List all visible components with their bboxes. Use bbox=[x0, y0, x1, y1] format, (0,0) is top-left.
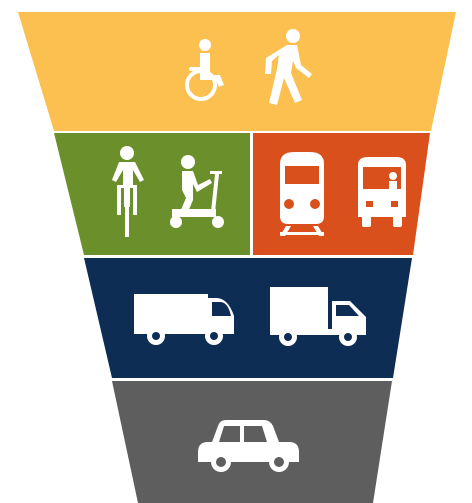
bicycle-rider-icon bbox=[112, 146, 144, 237]
train-icon bbox=[280, 152, 324, 236]
car-icon bbox=[198, 420, 299, 472]
delivery-van-icon bbox=[134, 294, 234, 345]
pedestrian-icon bbox=[265, 29, 312, 105]
wheelchair-user-icon bbox=[185, 39, 224, 101]
tier-1-walking-band bbox=[18, 12, 456, 131]
box-truck-icon bbox=[270, 287, 366, 346]
tier-2-micromobility-band bbox=[54, 133, 250, 255]
tier-3-freight-band bbox=[84, 258, 412, 378]
scooter-rider-icon bbox=[170, 155, 224, 228]
bus-icon bbox=[358, 157, 406, 227]
